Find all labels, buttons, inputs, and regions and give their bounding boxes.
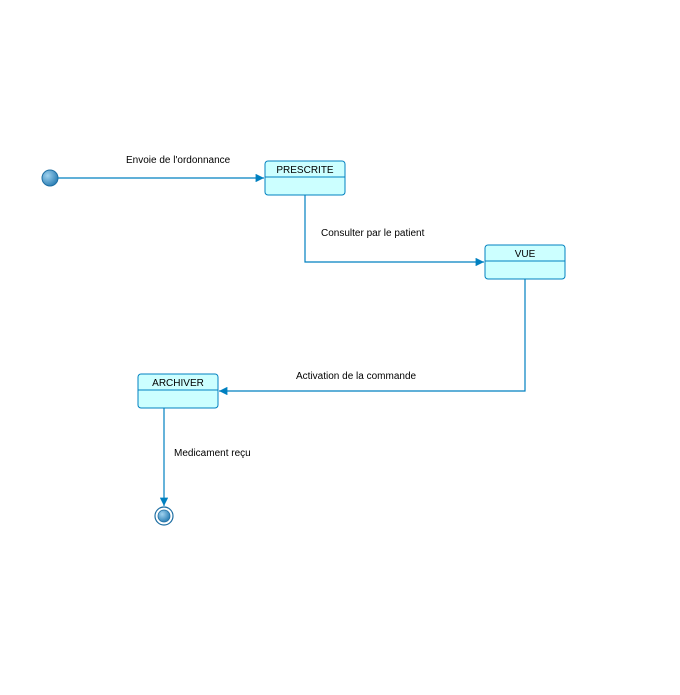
state-vue[interactable]: VUE xyxy=(484,244,566,280)
transition-envoie-ordonnance[interactable]: Envoie de l'ordonnance xyxy=(58,155,264,183)
transition-label: Activation de la commande xyxy=(296,371,417,382)
transition-consulter-patient[interactable]: Consulter par le patient xyxy=(304,195,484,267)
state-name: PRESCRITE xyxy=(276,165,334,176)
transition-label: Envoie de l'ordonnance xyxy=(126,155,231,166)
final-node-core xyxy=(157,509,171,523)
state-archiver[interactable]: ARCHIVER xyxy=(137,373,219,409)
final-node[interactable] xyxy=(154,506,174,526)
initial-node[interactable] xyxy=(41,169,59,187)
transition-label: Medicament reçu xyxy=(174,448,251,459)
transition-line xyxy=(304,195,484,267)
state-prescrite[interactable]: PRESCRITE xyxy=(264,160,346,196)
state-name: VUE xyxy=(515,249,536,260)
state-name: ARCHIVER xyxy=(152,378,204,389)
state-box xyxy=(137,373,219,409)
transition-label: Consulter par le patient xyxy=(321,228,425,239)
transition-medicament-recu[interactable]: Medicament reçu xyxy=(159,408,251,506)
transition-activation-commande[interactable]: Activation de la commande xyxy=(219,279,526,396)
transition-line xyxy=(219,279,526,396)
